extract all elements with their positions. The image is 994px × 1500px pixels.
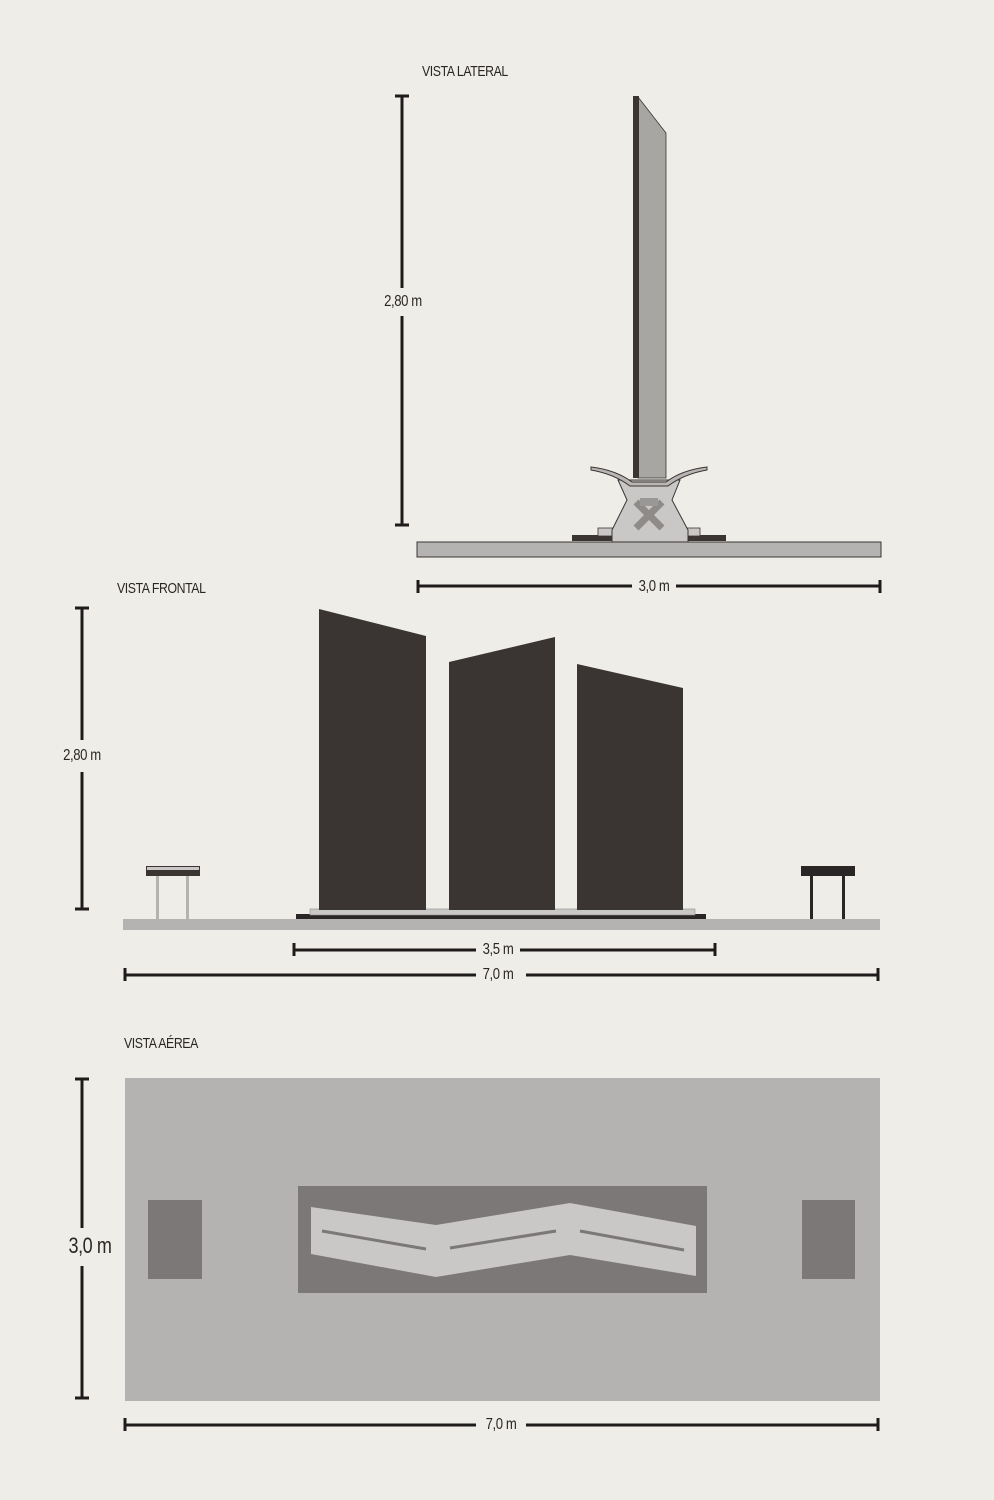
lateral-base-plate-right [686,535,726,541]
frontal-panel-1 [319,609,426,910]
aerial-bench-right [802,1200,855,1279]
frontal-panel-2 [449,637,555,910]
frontal-outer-width-label: 7,0 m [480,966,516,984]
lateral-height-label: 2,80 m [382,293,424,311]
aerial-height-label: 3,0 m [66,1233,114,1258]
aerial-width-dimension [123,1418,880,1431]
lateral-view [395,94,882,593]
aerial-view-title: VISTA AÉREA [124,1035,198,1052]
frontal-base-dark [296,914,706,919]
lateral-height-dimension [395,94,409,527]
frontal-height-dimension [75,606,89,911]
frontal-outer-width-dimension [123,968,880,981]
frontal-ground [123,919,880,930]
frontal-inner-width-label: 3,5 m [480,941,516,959]
aerial-bench-left [148,1200,202,1279]
frontal-inner-width-dimension [292,943,717,956]
frontal-view-title: VISTA FRONTAL [117,580,206,597]
lateral-view-title: VISTA LATERAL [422,63,508,80]
frontal-view [75,606,880,981]
lateral-width-dimension [416,580,882,593]
lateral-cross-brace [633,499,665,531]
aerial-view [75,1077,880,1431]
frontal-bench-right [801,866,855,919]
aerial-width-label: 7,0 m [483,1416,519,1434]
lateral-width-label: 3,0 m [636,578,672,596]
lateral-panel-side-face [637,95,667,479]
frontal-bench-left [146,866,200,919]
lateral-base-plate-left [572,535,614,541]
aerial-height-dimension [75,1077,89,1400]
aerial-panel-lines [321,1229,685,1252]
frontal-panel-3 [577,664,683,910]
lateral-ground-slab [416,541,882,558]
lateral-brace-joint [640,498,658,506]
lateral-panel-edge [633,96,639,478]
lateral-curved-cradle [590,466,708,487]
frontal-height-label: 2,80 m [61,747,103,765]
